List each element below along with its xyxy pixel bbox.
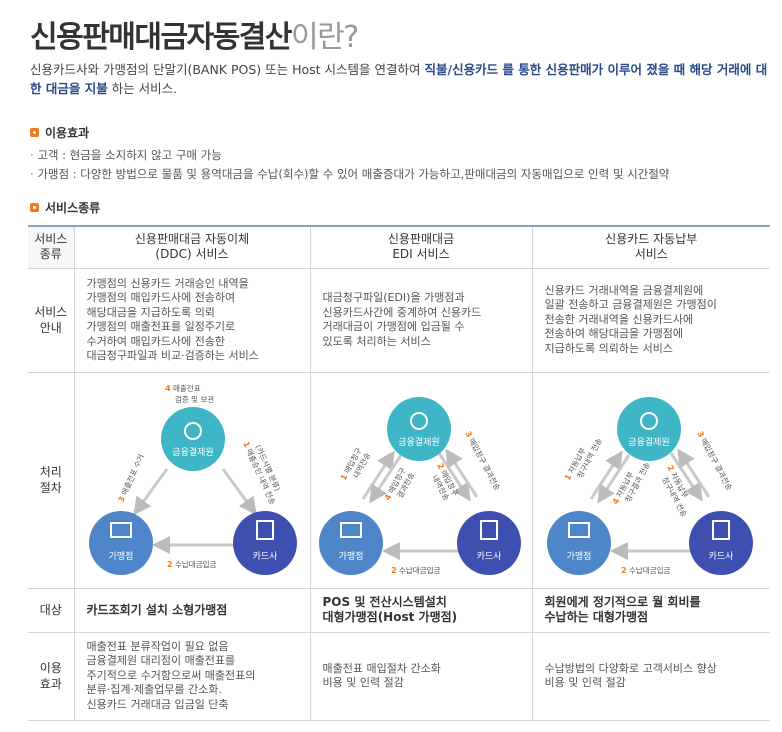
target-ddc: 카드조회기 설치 소형가맹점 (73, 588, 310, 633)
card-node-icon: 카드사 (456, 510, 521, 575)
list-item: 가맹점 : 다양한 방법으로 물품 및 용역대금을 수납(회수)할 수 있어 매… (30, 165, 780, 184)
process-auto: 금융결제원 가맹점 카드사 1 자동납부 청 (531, 372, 770, 589)
card-node-icon: 카드사 (688, 510, 753, 575)
effects-heading: 이용효과 (30, 124, 89, 141)
center-node-label: 금융결제원 (172, 447, 213, 458)
bullet-icon (30, 203, 39, 212)
intro-text: 신용카드사와 가맹점의 단말기(BANK POS) 또는 Host 시스템을 연… (30, 62, 768, 96)
edi-diagram: 금융결제원 가맹점 카드사 1 매입청구 내 (318, 396, 521, 575)
bullet-icon (30, 128, 39, 137)
merchant-node-icon: 가맹점 (88, 510, 153, 575)
card-node-icon: 카드사 (232, 510, 297, 575)
page-title: 신용판매대금자동결산이란? (30, 20, 359, 55)
svg-text:3: 3 (116, 495, 126, 504)
intro-highlight: 직불/신용카드 를 통한 신용판매가 이루어 졌을 때 해당 거래에 대한 대금… (30, 62, 768, 96)
svg-text:검증 및 보관: 검증 및 보관 (175, 394, 214, 404)
svg-text:수납대금입금: 수납대금입금 (399, 566, 440, 575)
svg-text:매출전표: 매출전표 (173, 383, 201, 393)
svg-text:2: 2 (665, 463, 676, 472)
auto-diagram: 금융결제원 가맹점 카드사 1 자동납부 청 (546, 396, 753, 575)
svg-text:매입청구 결과전송: 매입청구 결과전송 (466, 436, 502, 492)
svg-text:1: 1 (338, 472, 349, 482)
svg-text:금융결제원: 금융결제원 (628, 437, 669, 448)
card-node-label: 카드사 (252, 551, 278, 562)
svg-text:4: 4 (382, 492, 393, 502)
svg-text:2: 2 (391, 566, 397, 575)
svg-text:2: 2 (621, 566, 627, 575)
merchant-node-icon: 가맹점 (546, 510, 611, 575)
svg-text:4: 4 (610, 496, 621, 506)
svg-text:가맹점: 가맹점 (338, 550, 363, 562)
svg-text:카드사: 카드사 (708, 551, 734, 562)
svg-text:3: 3 (695, 429, 706, 438)
services-heading: 서비스종류 (30, 199, 100, 216)
svg-text:수납대금입금: 수납대금입금 (175, 560, 216, 569)
svg-text:2: 2 (167, 560, 173, 569)
center-node-icon: 금융결제원 (616, 396, 681, 461)
row-header-target: 대상 (28, 588, 74, 633)
svg-text:2: 2 (435, 461, 446, 470)
column-header-ddc: 신용판매대금 자동이체(DDC) 서비스 (73, 225, 310, 269)
svg-text:카드사: 카드사 (476, 551, 502, 562)
svg-text:매입청구 결과전송: 매입청구 결과전송 (698, 436, 734, 492)
list-item: 고객 : 현금을 소지하지 않고 구매 가능 (30, 146, 780, 165)
merchant-node-label: 가맹점 (108, 550, 133, 562)
svg-text:매출전표 수거: 매출전표 수거 (118, 452, 145, 496)
svg-text:4: 4 (165, 384, 171, 393)
center-node-icon: 금융결제원 (386, 396, 451, 461)
merchant-node-icon: 가맹점 (318, 510, 383, 575)
ddc-diagram: 금융결제원 가맹점 카드사 4 매출전표 검증 및 보관 (88, 383, 297, 575)
center-node-icon: 금융결제원 (160, 406, 225, 471)
process-edi: 금융결제원 가맹점 카드사 1 매입청구 내 (309, 372, 532, 589)
svg-text:금융결제원: 금융결제원 (398, 437, 439, 448)
effects-list: 고객 : 현금을 소지하지 않고 구매 가능 가맹점 : 다양한 방법으로 물품… (30, 146, 780, 184)
svg-text:수납대금입금: 수납대금입금 (629, 566, 670, 575)
svg-text:가맹점: 가맹점 (566, 550, 591, 562)
svg-text:3: 3 (463, 429, 474, 438)
svg-text:1: 1 (241, 440, 252, 449)
process-ddc: 금융결제원 가맹점 카드사 4 매출전표 검증 및 보관 (73, 372, 310, 589)
svg-text:1: 1 (562, 472, 573, 482)
